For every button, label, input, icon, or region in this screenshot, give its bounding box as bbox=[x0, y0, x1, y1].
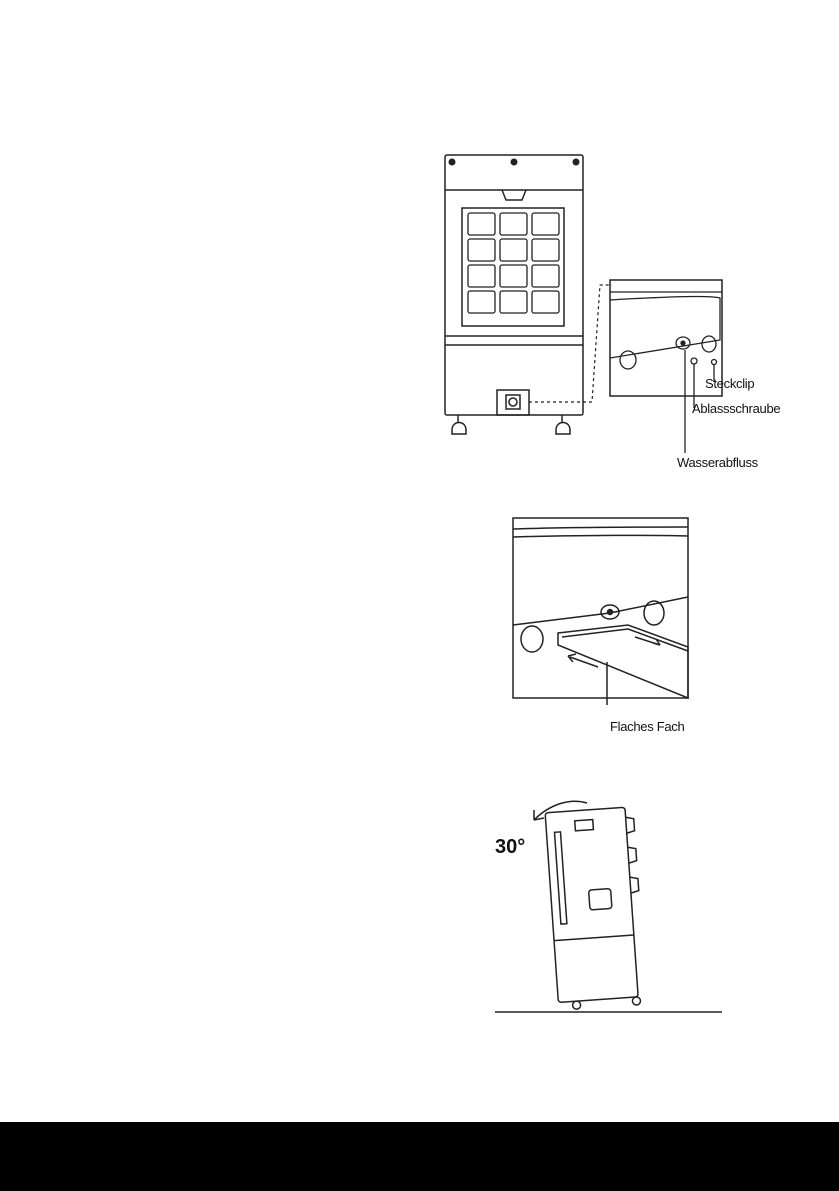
tray-detail-frame bbox=[513, 518, 688, 698]
filter-grid bbox=[462, 208, 564, 326]
tilt-cooler-drawing bbox=[490, 790, 730, 1020]
label-flat-tray: Flaches Fach bbox=[610, 719, 684, 734]
flat-tray-drawing bbox=[510, 515, 700, 705]
cooler-body bbox=[445, 155, 583, 415]
label-clip: Steckclip bbox=[705, 376, 754, 391]
figure-tilt-cooler: 30° bbox=[490, 790, 730, 1020]
label-water-drain: Wasserabfluss bbox=[677, 455, 758, 470]
cooler-front-drawing bbox=[440, 150, 800, 480]
footer-bar bbox=[0, 1122, 839, 1191]
figure-drain-location: Steckclip Ablassschraube Wasserabfluss bbox=[440, 150, 800, 480]
figure-flat-tray: Flaches Fach bbox=[510, 515, 700, 740]
label-tilt-angle: 30° bbox=[495, 836, 525, 859]
label-drain-screw: Ablassschraube bbox=[692, 401, 780, 416]
